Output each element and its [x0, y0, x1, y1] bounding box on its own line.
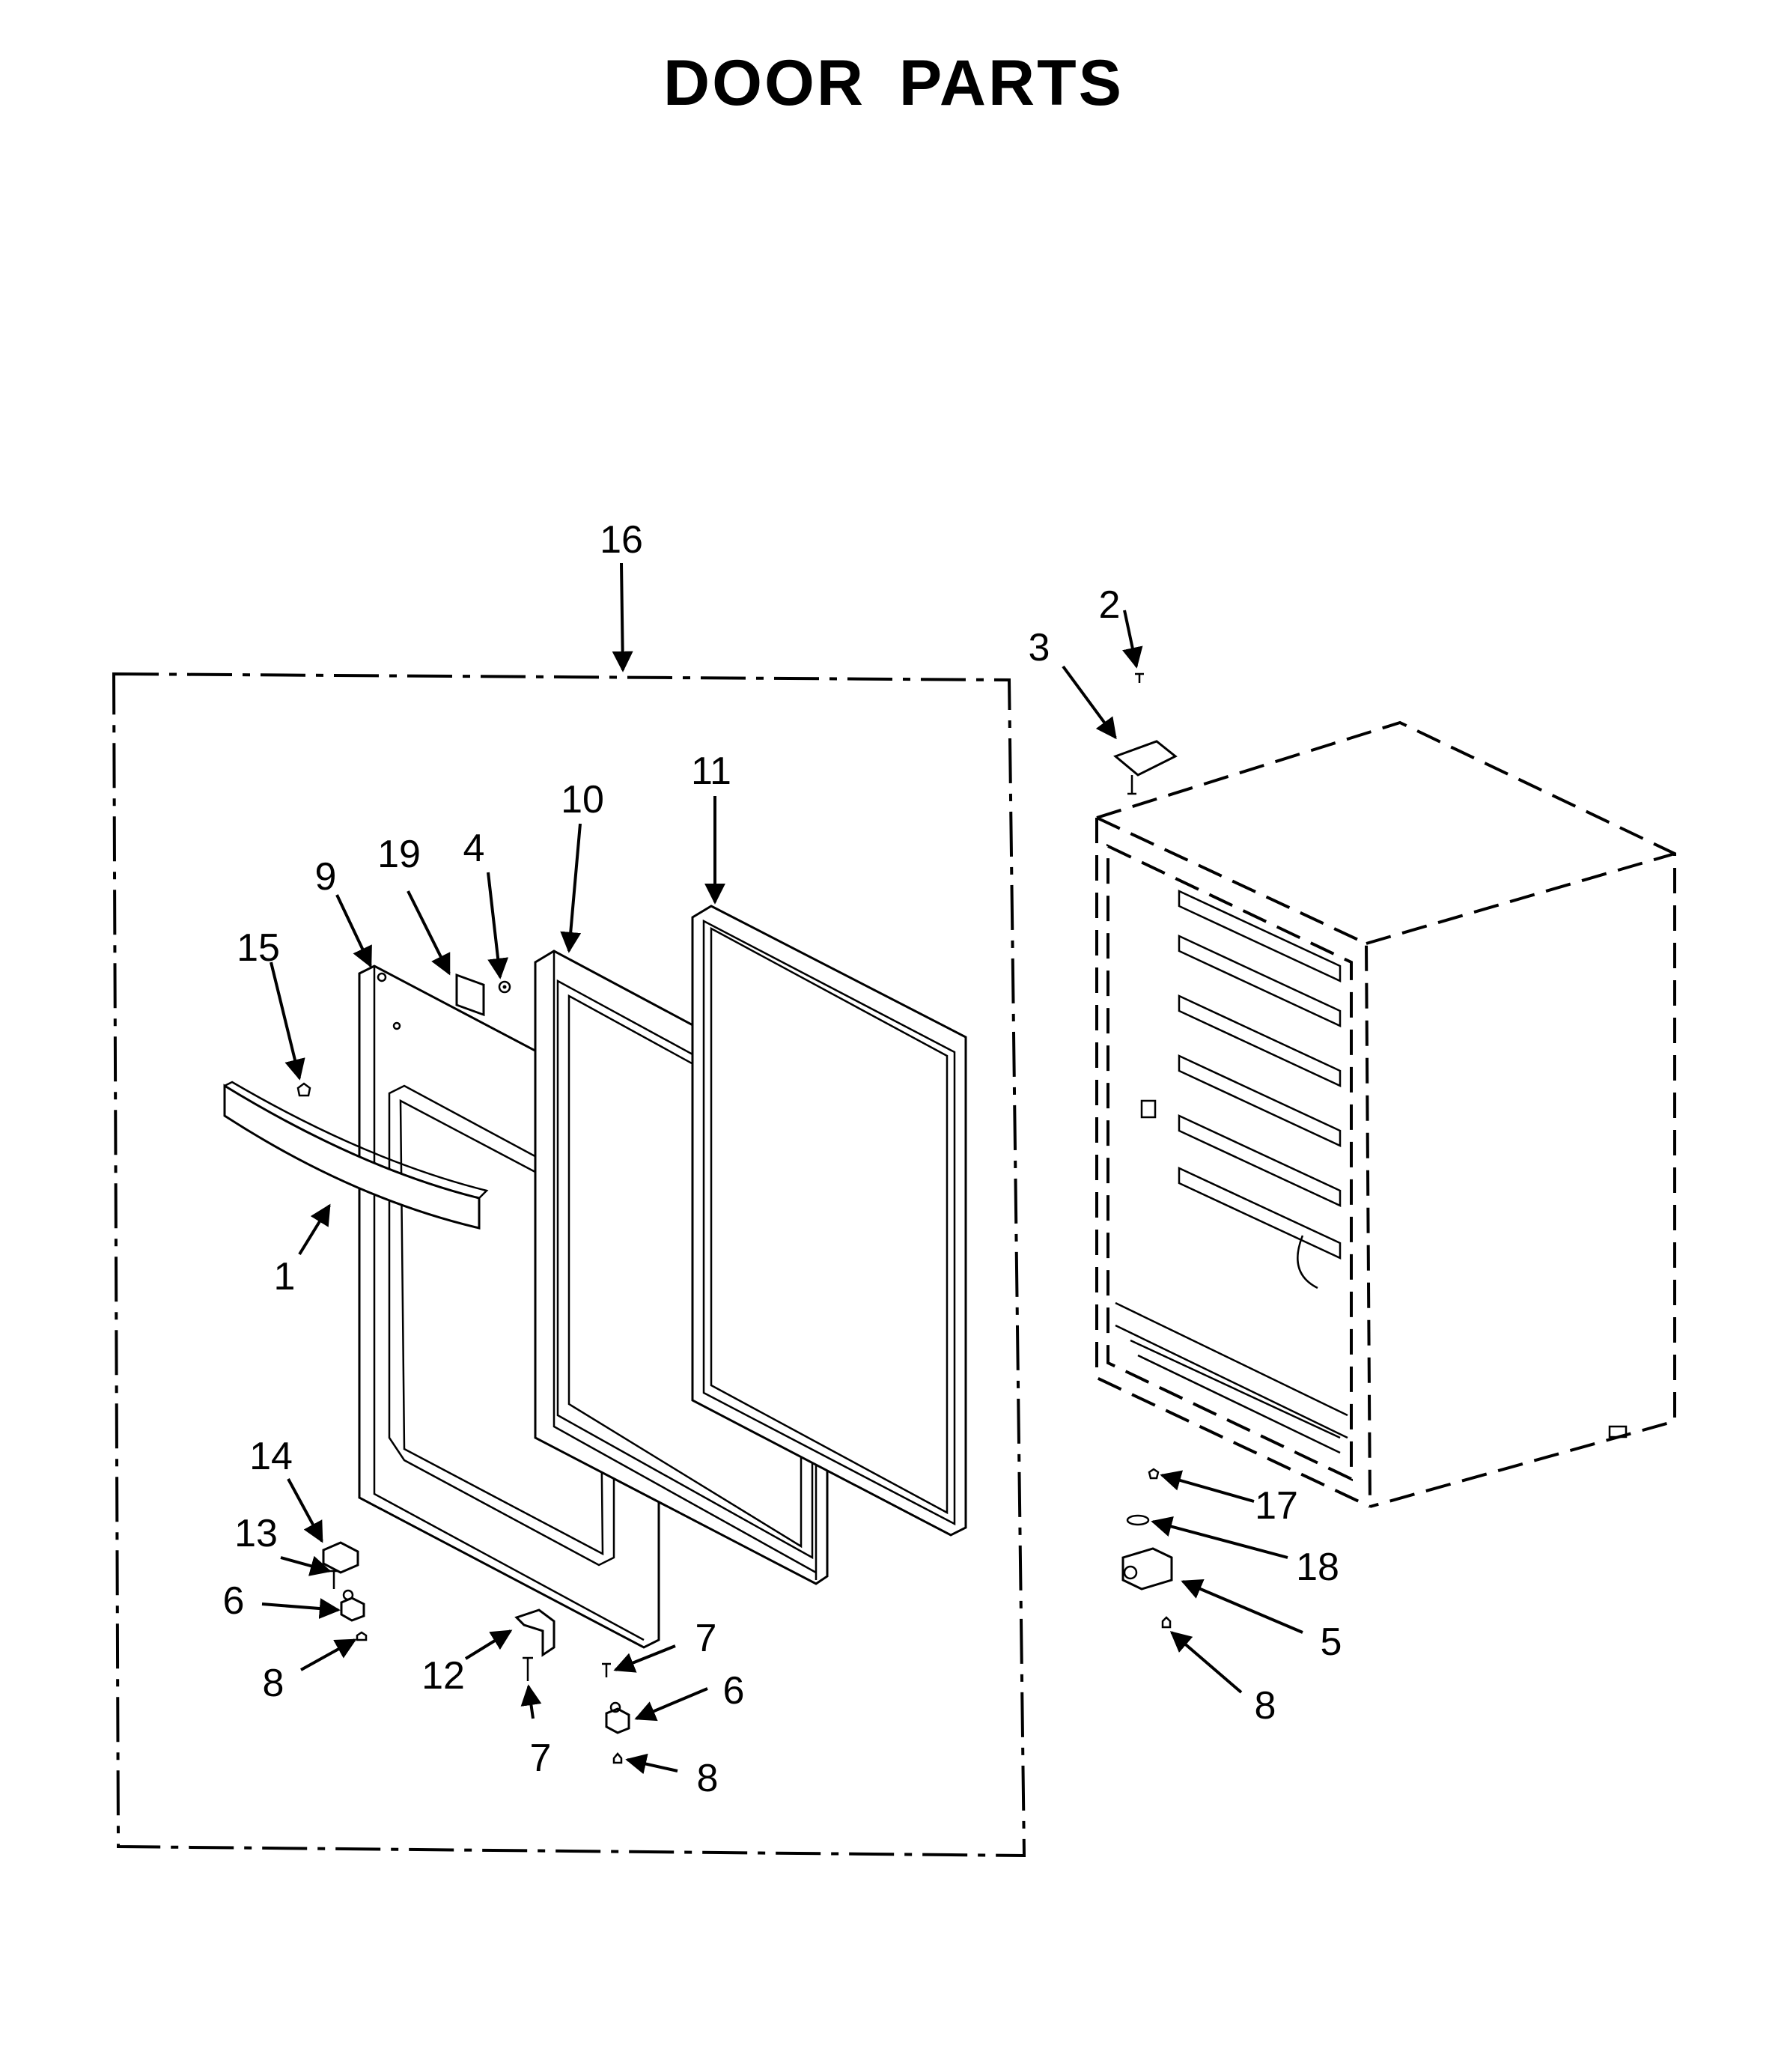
hinge-pin-part-13	[329, 1570, 338, 1589]
callout-7a: 7	[530, 1737, 552, 1780]
callout-11: 11	[691, 750, 731, 793]
hinge-part-6b	[605, 1701, 630, 1734]
callout-16: 16	[600, 518, 643, 562]
cabinet-body	[1095, 720, 1676, 1508]
callout-12: 12	[421, 1654, 465, 1698]
screw-part-8a	[356, 1631, 368, 1641]
callout-2: 2	[1099, 583, 1121, 627]
callout-7b: 7	[695, 1617, 717, 1660]
hinge-bracket-part-14	[322, 1541, 359, 1574]
door-assembly-boundary	[112, 672, 1026, 1858]
screw-part-2	[1135, 672, 1144, 683]
screw-part-15	[296, 1082, 311, 1097]
leader-lines	[261, 562, 1303, 1775]
callout-13: 13	[234, 1512, 278, 1555]
callout-8b: 8	[697, 1757, 719, 1800]
screw-part	[498, 980, 511, 994]
callout-1: 1	[274, 1255, 296, 1298]
door-handle-part	[223, 1081, 489, 1230]
top-hinge-part	[1113, 740, 1178, 795]
callout-14: 14	[249, 1435, 293, 1478]
screw-part-8b	[612, 1752, 623, 1764]
door-gasket-part	[691, 905, 967, 1537]
callout-4: 4	[463, 827, 485, 870]
bottom-hinge-part-5	[1121, 1547, 1173, 1591]
callout-8c: 8	[1255, 1684, 1276, 1728]
callout-3: 3	[1029, 626, 1050, 669]
washer-part-18	[1126, 1514, 1150, 1526]
callout-17: 17	[1255, 1484, 1298, 1528]
bracket-part	[455, 973, 485, 1017]
callout-9: 9	[315, 855, 337, 899]
callout-5: 5	[1321, 1620, 1342, 1664]
callout-8a: 8	[263, 1662, 284, 1705]
callout-15: 15	[237, 926, 280, 970]
page-title: DOOR PARTS	[663, 47, 1124, 119]
screw-part-7b	[602, 1662, 611, 1677]
callout-19: 19	[377, 833, 421, 876]
callout-10: 10	[561, 778, 604, 821]
hinge-part-6a	[340, 1589, 365, 1622]
bracket-part-12	[514, 1608, 555, 1657]
screw-part-8c	[1161, 1616, 1172, 1629]
callout-18: 18	[1296, 1546, 1339, 1589]
callout-6a: 6	[223, 1579, 245, 1623]
callout-6b: 6	[723, 1669, 745, 1713]
screw-part-7a	[523, 1656, 533, 1681]
screw-part-17	[1148, 1468, 1160, 1480]
